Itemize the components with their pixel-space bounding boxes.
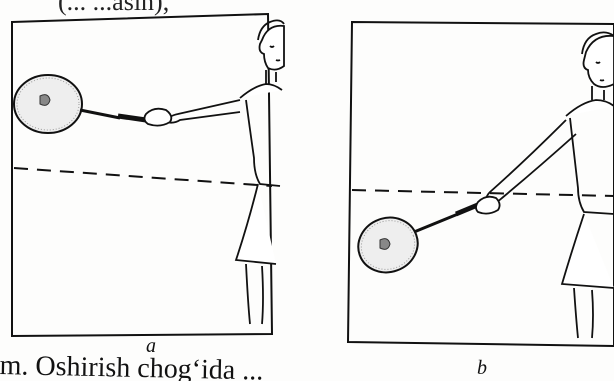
panel-a-racket [14, 75, 146, 133]
panel-a-player [144, 20, 284, 324]
panel-b-player [476, 32, 614, 338]
panel-a [12, 14, 284, 336]
panel-label-b: b [477, 357, 487, 380]
panel-b [348, 22, 614, 346]
panel-b-dashed-line [352, 190, 614, 196]
panel-a-frame [12, 14, 272, 336]
figure-caption: m. Oshirish chogʻida ... [0, 350, 264, 381]
panel-a-dashed-line [14, 168, 272, 186]
panel-b-racket [351, 204, 480, 281]
